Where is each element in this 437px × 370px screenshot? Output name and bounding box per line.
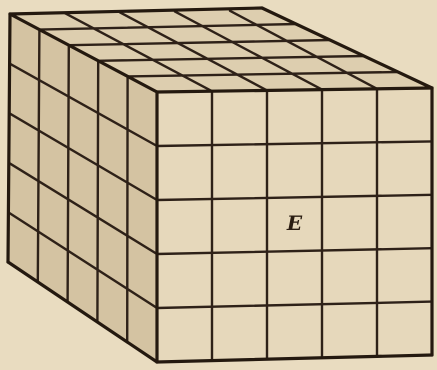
front-face — [157, 88, 432, 362]
top-grid-width-line — [96, 54, 366, 62]
top-grid-depth-line — [173, 10, 324, 91]
front-bottom-edge — [155, 353, 434, 364]
left-face — [8, 14, 157, 362]
top-right-edge — [260, 6, 434, 90]
top-grid-width-line — [67, 38, 332, 47]
top-grid-depth-line — [118, 11, 269, 92]
front-grid-horizontal-line — [155, 140, 434, 148]
top-left-edge — [8, 12, 159, 94]
cube-faces — [8, 8, 432, 362]
side-grid-horizontal-line — [8, 62, 159, 148]
back-left-edge — [6, 12, 12, 264]
side-grid-horizontal-line — [7, 211, 159, 310]
front-grid-horizontal-line — [155, 246, 434, 256]
front-grid-horizontal-line — [155, 193, 434, 202]
top-grid-width-line — [38, 22, 298, 31]
side-grid-vertical-line — [66, 44, 71, 304]
front-top-edge — [155, 86, 434, 94]
top-grid-depth-line — [63, 11, 214, 93]
top-back-edge — [8, 6, 264, 16]
side-grid-horizontal-line — [7, 161, 159, 256]
front-grid-horizontal-line — [155, 300, 434, 310]
top-grid-width-line — [126, 70, 400, 78]
cell-label-e: E — [286, 211, 303, 235]
side-grid-horizontal-line — [7, 111, 159, 202]
cube-outline — [6, 6, 434, 364]
cube-grid-lines — [7, 9, 434, 362]
bottom-left-edge — [6, 260, 159, 364]
side-grid-vertical-line — [96, 59, 100, 324]
side-grid-vertical-line — [36, 28, 41, 284]
